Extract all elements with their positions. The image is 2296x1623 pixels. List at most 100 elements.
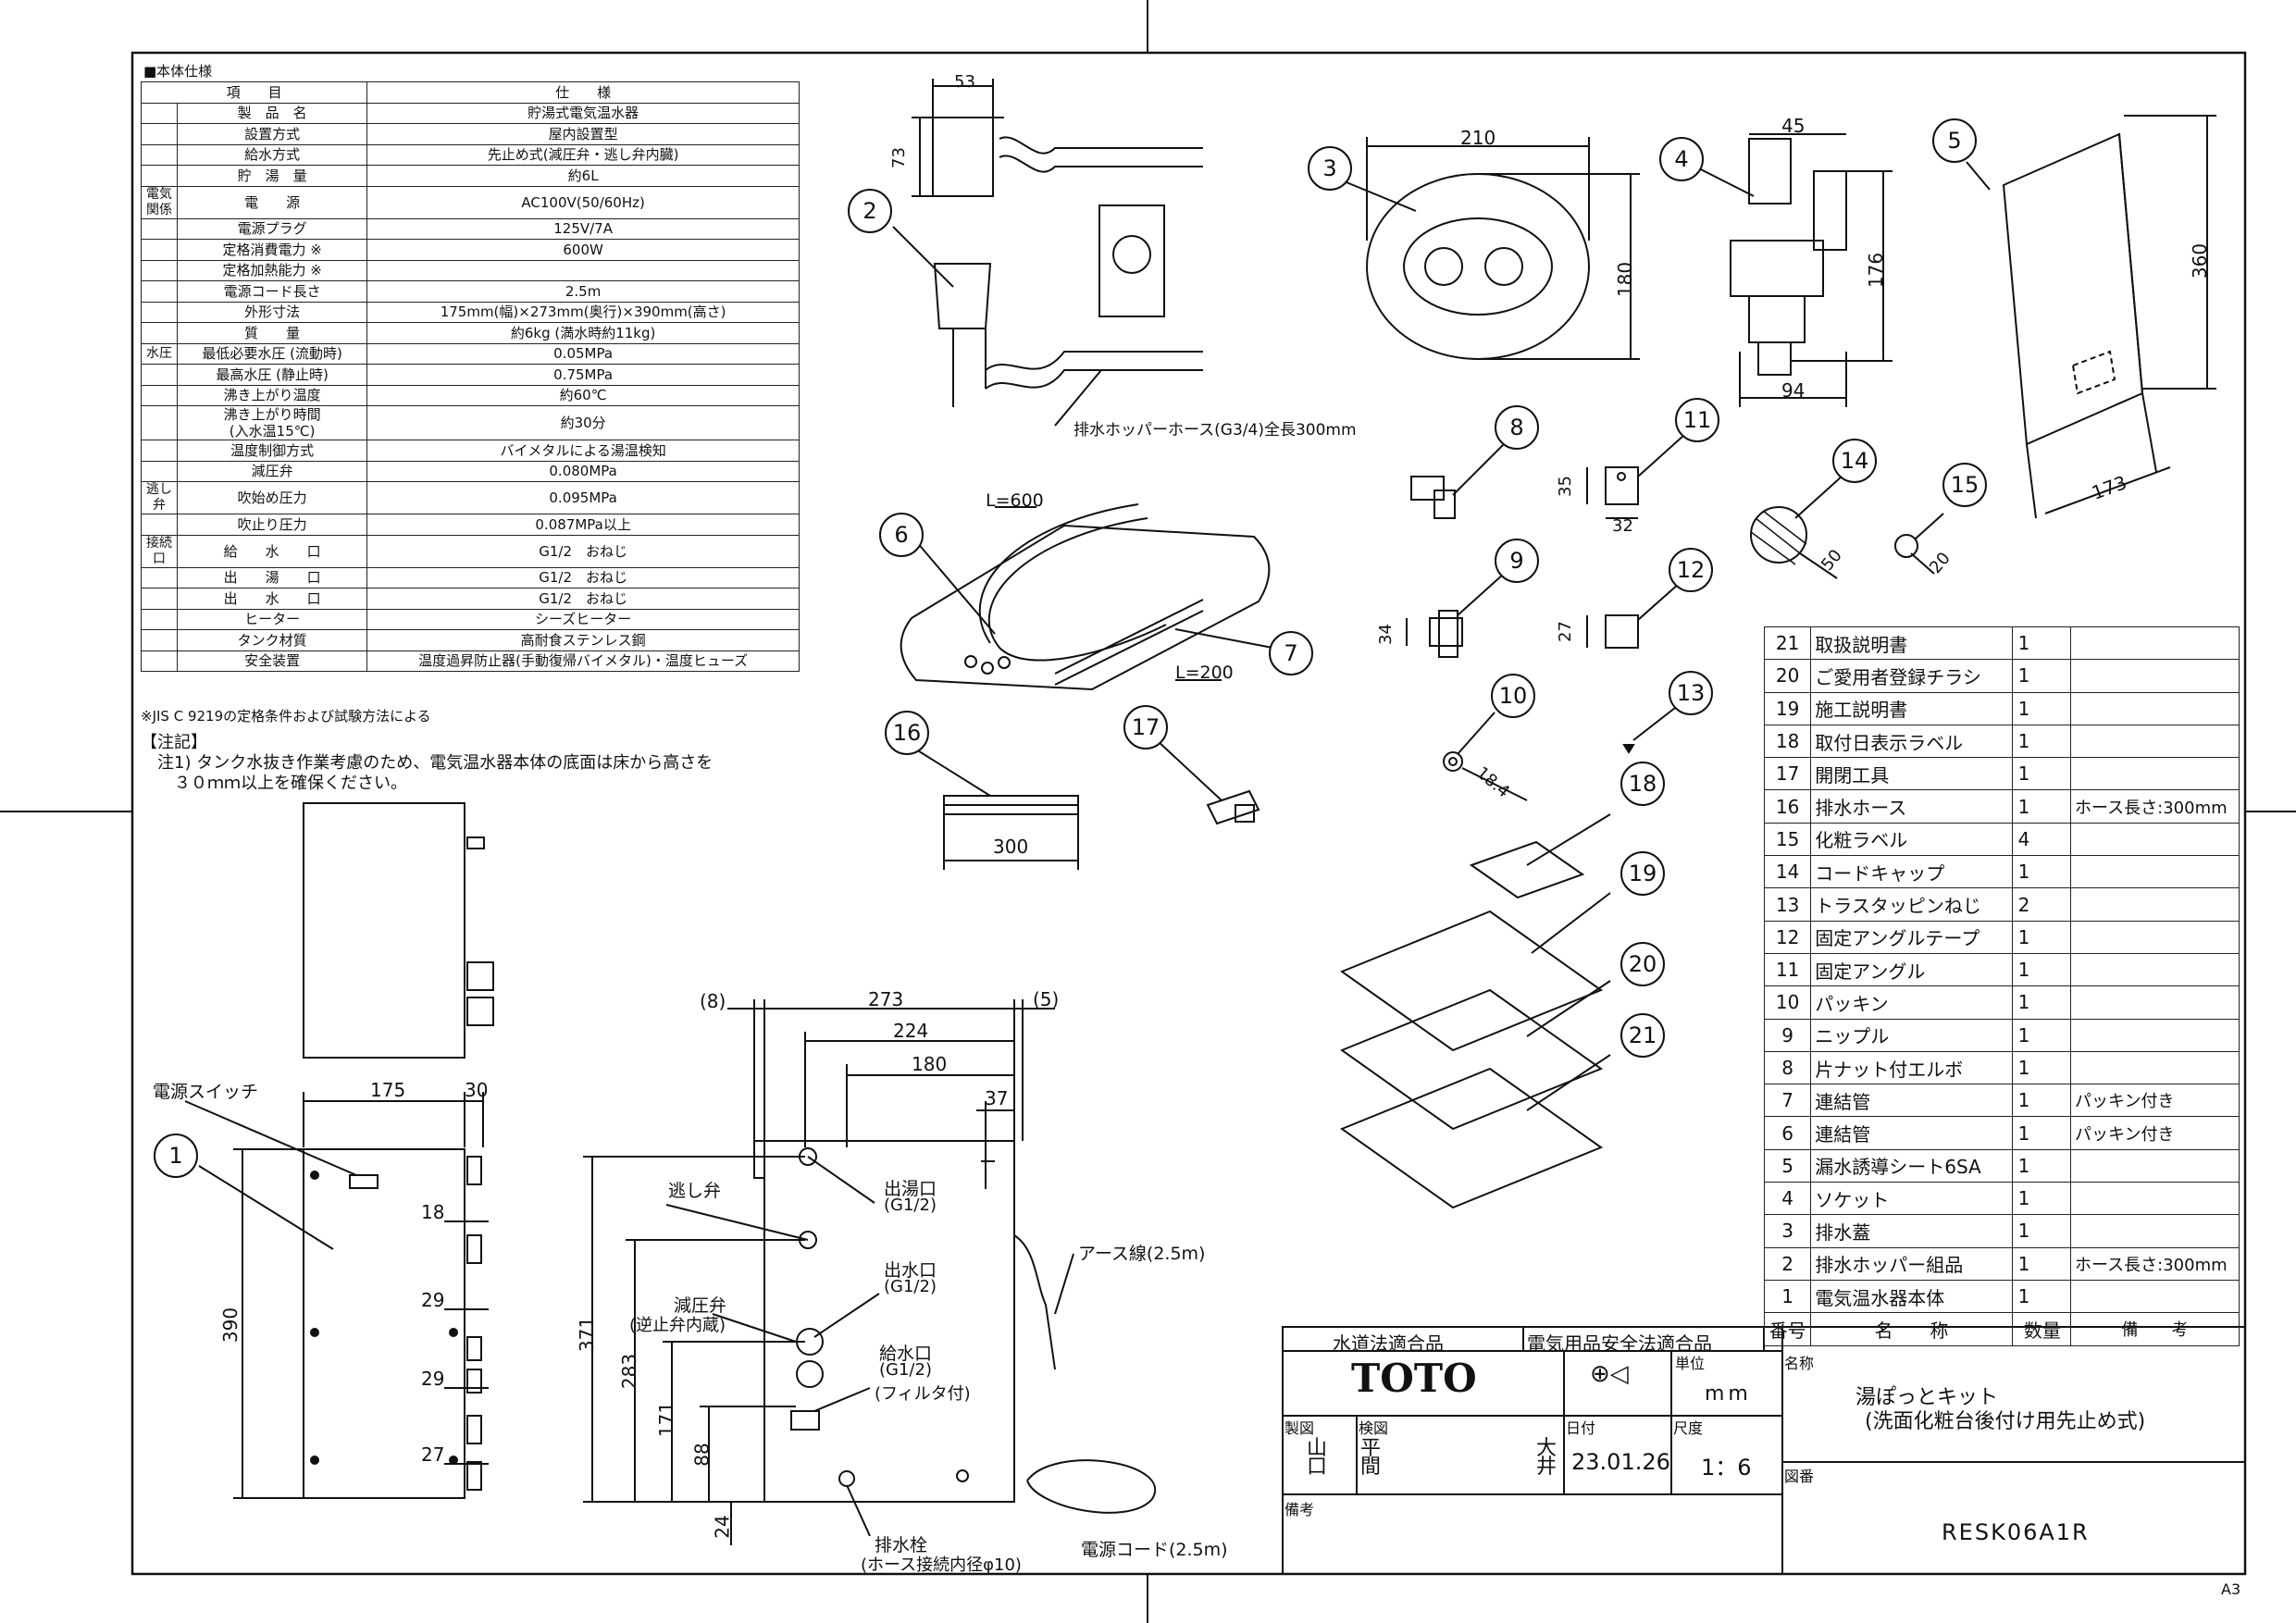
spec-item-cell: 設置方式 [176, 123, 368, 145]
parts-qty-cell: 1 [2011, 1084, 2072, 1118]
side-view-detailed [583, 999, 1156, 1545]
dim-88: 88 [690, 1443, 714, 1467]
spec-value-cell: 175mm(幅)×273mm(奥行)×390mm(高さ) [366, 301, 800, 323]
spec-row: 安全装置温度過昇防止器(手動復帰バイメタル)・温度ヒューズ [141, 650, 800, 672]
spec-value-cell: 0.080MPa [366, 460, 800, 482]
parts-name-cell: 排水ホース [1810, 789, 2013, 824]
spec-value-cell: 約60℃ [366, 384, 800, 406]
callout-balloon-3: 3 [1308, 146, 1352, 191]
spec-group-cell [141, 460, 178, 482]
parts-name-cell: 固定アングル [1810, 952, 2013, 987]
spec-item-cell: 定格消費電力 ※ [176, 239, 368, 261]
spec-row: 沸き上がり時間 (入水温15℃)約30分 [141, 405, 800, 440]
parts-qty-cell: 1 [2011, 757, 2072, 791]
drawing-number: RESK06A1R [1942, 1519, 2090, 1545]
parts-no-cell: 5 [1763, 1148, 1812, 1183]
spec-item-cell: 最低必要水圧 (流動時) [176, 342, 368, 365]
dim-29-b: 29 [421, 1368, 445, 1390]
callout-balloon-1: 1 [154, 1134, 198, 1178]
spec-value-cell: G1/2 おねじ [366, 534, 800, 568]
spec-footnote: ※JIS C 9219の定格条件および試験方法による [141, 708, 431, 725]
callout-balloon-14: 14 [1832, 439, 1877, 483]
parts-name-cell: ソケット [1810, 1182, 2013, 1216]
spec-value-cell: 2.5m [366, 280, 800, 303]
spec-group-cell [141, 280, 178, 303]
parts-qty-cell: 1 [2011, 724, 2072, 759]
part-8-drawing [1410, 443, 1505, 519]
parts-remark-cell: パッキン付き [2070, 1084, 2240, 1118]
spec-group-cell [141, 239, 178, 261]
spec-item-cell: タンク材質 [176, 629, 368, 651]
front-view-heater [184, 1092, 489, 1499]
dim-27-b: 27 [421, 1443, 445, 1466]
parts-qty-cell: 1 [2011, 855, 2072, 889]
paper-size: A3 [2221, 1580, 2241, 1598]
spec-item-cell: 吹止り圧力 [176, 514, 368, 536]
spec-item-cell: 出 湯 口 [176, 566, 368, 588]
spec-item-cell: 貯 湯 量 [176, 165, 368, 187]
label-hot-outlet: 出湯口 [884, 1179, 937, 1199]
label-water-inlet: 給水口 [879, 1344, 933, 1364]
parts-qty-cell: 1 [2011, 1116, 2072, 1150]
parts-qty-cell: 1 [2011, 659, 2072, 693]
drawing-no-label: 図番 [1784, 1468, 1815, 1485]
parts-remark-cell [2070, 985, 2240, 1020]
dim-34: 34 [1375, 624, 1396, 645]
part-13-drawing [1622, 707, 1676, 754]
part-5-drawing [1966, 115, 2216, 519]
parts-name-cell: パッキン [1810, 985, 2013, 1020]
part-4-drawing [1685, 133, 1893, 407]
spec-row: ヒーターシーズヒーター [141, 608, 800, 630]
parts-no-cell: 13 [1763, 887, 1812, 922]
spec-value-cell: 0.75MPa [366, 364, 800, 386]
date-label: 日付 [1566, 1419, 1596, 1437]
spec-item-cell: 電源コード長さ [176, 280, 368, 303]
spec-group-cell [141, 322, 178, 344]
parts-remark-cell [2070, 626, 2240, 661]
callout-balloon-4: 4 [1659, 137, 1704, 181]
part-15-drawing [1894, 513, 1944, 575]
parts-name-cell: 漏水誘導シート6SA [1810, 1148, 2013, 1183]
callout-balloon-21: 21 [1620, 1013, 1665, 1058]
parts-remark-cell [2070, 1148, 2240, 1183]
spec-group-cell: 電気関係 [141, 185, 178, 219]
spec-value-cell: G1/2 おねじ [366, 588, 800, 610]
spec-item-cell: 減圧弁 [176, 460, 368, 482]
parts-no-cell: 18 [1763, 724, 1812, 759]
parts-name-cell: 連結管 [1810, 1116, 2013, 1150]
product-name-line-2: (洗面化粧台後付け用先止め式) [1865, 1410, 2146, 1433]
spec-group-cell [141, 217, 178, 240]
toto-logo: TOTO [1351, 1356, 1477, 1401]
approved-by: 大井 [1536, 1437, 1558, 1479]
spec-value-cell: 125V/7A [366, 217, 800, 240]
parts-name-cell: 排水蓋 [1810, 1214, 2013, 1248]
spec-value-cell: シーズヒーター [366, 608, 800, 630]
callout-balloon-20: 20 [1620, 942, 1665, 986]
spec-group-cell [141, 102, 178, 124]
notes-title: 【注記】 [141, 733, 207, 752]
spec-value-cell: 屋内設置型 [366, 123, 800, 145]
callout-balloon-18: 18 [1620, 762, 1665, 806]
dim-180b: 180 [912, 1053, 948, 1075]
projection-icon: ⊕◁ [1590, 1360, 1629, 1388]
dim-171: 171 [655, 1401, 678, 1438]
dim-5: (5) [1033, 988, 1060, 1010]
spec-item-cell: 給 水 口 [176, 534, 368, 568]
